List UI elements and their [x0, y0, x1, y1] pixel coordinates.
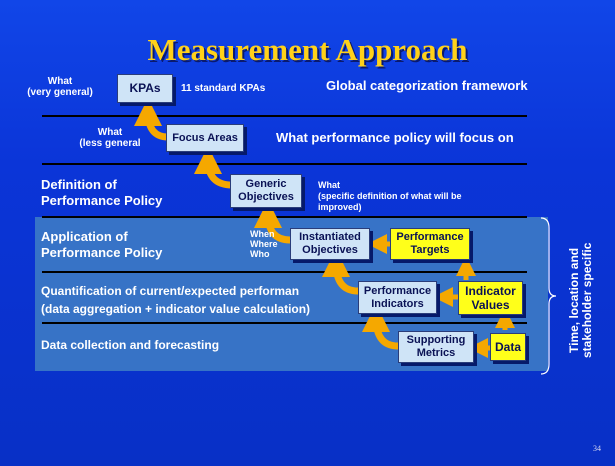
arrow-generic-to-focus — [194, 146, 233, 189]
separator-line-3 — [42, 216, 527, 218]
slide-title: Measurement Approach — [147, 32, 468, 67]
instantiated-box-line2: Objectives — [302, 244, 358, 256]
metrics-line1: Supporting — [406, 334, 466, 346]
generic-what-line3: improved) — [318, 202, 362, 212]
separator-line-5 — [42, 322, 527, 324]
targets-line1: Performance — [396, 231, 464, 243]
kpas-box: KPAs — [117, 74, 173, 103]
who-label: Who — [250, 249, 270, 259]
separator-line-1 — [42, 115, 527, 117]
generic-what-note: What (specific definition of what will b… — [318, 180, 462, 213]
indicators-line1: Performance — [363, 284, 432, 297]
arrow-indicators-to-instantiated — [322, 249, 359, 295]
quantification-label: Quantification of current/expected perfo… — [41, 282, 351, 318]
values-line1: Indicator — [465, 284, 516, 298]
kpas-what-label: What (very general) — [20, 76, 100, 98]
right-brace — [540, 217, 557, 375]
arrow-metrics-to-indicators — [362, 304, 399, 350]
separator-line-4 — [42, 271, 527, 273]
values-line2: Values — [471, 298, 510, 312]
performance-indicators-box: Performance Indicators — [358, 281, 437, 314]
supporting-metrics-box: Supporting Metrics — [398, 331, 474, 363]
kpas-what-sub: (very general) — [27, 87, 93, 98]
kpas-description: Global categorization framework — [326, 78, 528, 93]
generic-box-line1: Generic — [245, 178, 287, 190]
definition-line2: Performance Policy — [41, 193, 163, 208]
when-where-who: When Where Who — [250, 229, 278, 259]
data-box: Data — [490, 333, 526, 361]
focus-what-sub: (less general — [79, 138, 141, 149]
arrow-instantiated-to-generic — [254, 200, 291, 244]
application-line1: Application of — [41, 229, 128, 244]
when-label: When — [250, 229, 275, 239]
performance-targets-box: Performance Targets — [390, 228, 470, 260]
application-policy-label: Application of Performance Policy — [41, 229, 162, 261]
focus-what-label: What (less general — [70, 127, 150, 149]
separator-line-2 — [42, 163, 527, 165]
instantiated-objectives-box: Instantiated Objectives — [290, 228, 370, 260]
generic-what: What — [318, 180, 340, 190]
kpas-what: What — [47, 76, 73, 87]
arrow-focus-to-kpas — [134, 98, 169, 141]
indicator-values-box: Indicator Values — [458, 281, 523, 315]
quantification-line2: (data aggregation + indicator value calc… — [41, 302, 311, 316]
targets-line2: Targets — [410, 244, 450, 256]
instantiated-box-line1: Instantiated — [299, 231, 361, 243]
metrics-line2: Metrics — [416, 347, 456, 359]
kpas-note: 11 standard KPAs — [181, 83, 266, 94]
generic-objectives-box: Generic Objectives — [230, 174, 302, 208]
definition-line1: Definition of — [41, 177, 117, 192]
indicators-line2: Indicators — [371, 297, 424, 310]
side-label: Time, location and stakeholder specific — [567, 242, 594, 358]
focus-areas-box: Focus Areas — [166, 124, 244, 152]
data-collection-label: Data collection and forecasting — [41, 338, 220, 352]
definition-policy-label: Definition of Performance Policy — [41, 177, 162, 209]
generic-what-line2: (specific definition of what will be — [318, 191, 462, 201]
quantification-line1: Quantification of current/expected perfo… — [41, 284, 300, 298]
application-line2: Performance Policy — [41, 245, 163, 260]
page-number: 34 — [593, 444, 601, 453]
focus-description: What performance policy will focus on — [276, 130, 514, 145]
focus-what: What — [97, 127, 123, 138]
generic-box-line2: Objectives — [238, 191, 294, 203]
where-label: Where — [250, 239, 278, 249]
